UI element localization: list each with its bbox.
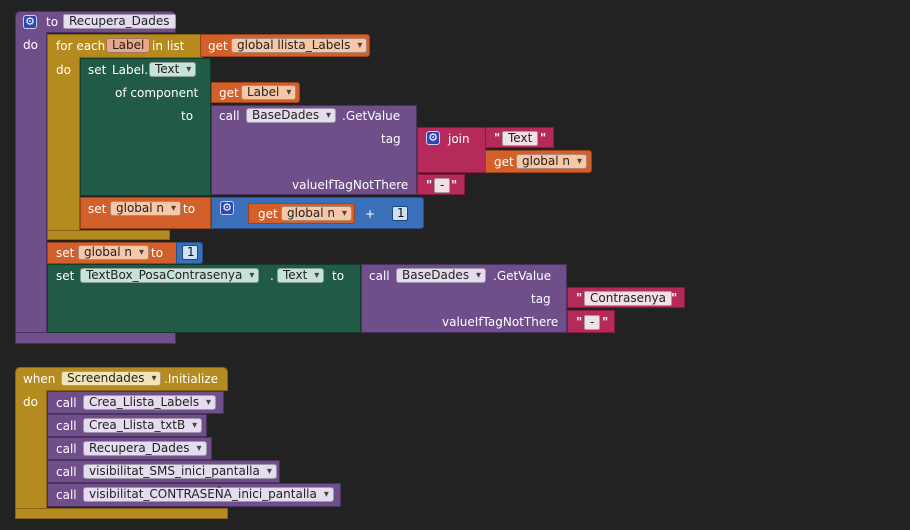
call-keyword: call [56,465,77,479]
recupera-dades-dropdown[interactable]: Recupera_Dades [83,441,207,456]
gear-icon[interactable]: ⚙ [23,15,37,29]
close-quote: " [540,131,547,145]
property-text-dropdown[interactable]: Text [277,268,325,283]
when-keyword: when [23,372,56,386]
foreach-keyword: for each [56,39,106,53]
basedades-component-dropdown[interactable]: BaseDades [396,268,487,283]
join-keyword: join [448,132,470,146]
close-quote: " [602,315,609,329]
dot-separator: . [270,269,274,283]
set-keyword: set [56,269,75,283]
set-keyword: set [88,202,107,216]
contrasenya-literal-field[interactable]: Contrasenya [584,291,673,306]
crea-llista-labels-dropdown[interactable]: Crea_Llista_Labels [83,395,217,410]
value-if-tag-not-there-keyword: valueIfTagNotThere [442,315,559,329]
dash-literal-field[interactable]: - [434,178,451,193]
dash-literal-field[interactable]: - [584,315,601,330]
of-component-keyword: of component [115,86,199,100]
foreach-body-spine [47,57,80,233]
gear-icon[interactable]: ⚙ [426,131,440,145]
initialize-event-label: .Initialize [164,372,219,386]
screendades-component-dropdown[interactable]: Screendades [61,371,162,386]
component-type-label: Label. [112,63,149,77]
call-keyword: call [56,488,77,502]
llista-labels-dropdown[interactable]: global llista_Labels [231,38,368,53]
plus-operator: + [365,207,376,221]
procedure-to-keyword: to [46,15,59,29]
label-var-dropdown[interactable]: Label [241,85,297,100]
global-n-dropdown[interactable]: global n [516,154,588,169]
reset-number-field[interactable]: 1 [182,245,198,260]
set-keyword: set [88,63,107,77]
property-text-dropdown[interactable]: Text [149,62,197,77]
call-keyword: call [369,269,390,283]
value-if-tag-not-there-keyword: valueIfTagNotThere [292,178,409,192]
global-n-dropdown[interactable]: global n [78,245,150,260]
foreach-bottom-bar [47,230,170,240]
set-label-text-block[interactable] [80,58,211,196]
to-keyword: to [151,246,164,260]
to-keyword: to [183,202,196,216]
global-n-dropdown[interactable]: global n [281,206,353,221]
get-keyword: get [219,86,239,100]
set-keyword: set [56,246,75,260]
foreach-do-keyword: do [56,63,71,77]
procedure-do-keyword: do [23,38,38,52]
visibilitat-sms-dropdown[interactable]: visibilitat_SMS_inici_pantalla [83,464,277,479]
event-do-keyword: do [23,395,38,409]
call-keyword: call [56,419,77,433]
basedades-component-dropdown[interactable]: BaseDades [246,108,337,123]
crea-llista-txtb-dropdown[interactable]: Crea_Llista_txtB [83,418,203,433]
get-keyword: get [208,39,228,53]
open-quote: " [494,131,501,145]
text-literal-field[interactable]: Text [502,131,539,146]
foreach-var-field[interactable]: Label [106,38,151,53]
get-keyword: get [258,207,278,221]
getvalue-method-label: .GetValue [342,109,401,123]
call-keyword: call [56,442,77,456]
open-quote: " [426,178,433,192]
tag-keyword: tag [531,292,551,306]
visibilitat-contrasena-dropdown[interactable]: visibilitat_CONTRASEÑA_inici_pantalla [83,487,334,502]
close-quote: " [451,178,458,192]
gear-icon[interactable]: ⚙ [220,201,234,215]
open-quote: " [576,315,583,329]
procedure-body-spine [15,32,47,334]
event-body-spine [15,390,47,510]
addend-number-field[interactable]: 1 [392,206,408,221]
global-n-dropdown[interactable]: global n [110,201,182,216]
getvalue-method-label: .GetValue [493,269,552,283]
call-keyword: call [219,109,240,123]
procedure-name-field[interactable]: Recupera_Dades [63,14,176,29]
tag-keyword: tag [381,132,401,146]
close-quote: " [671,291,678,305]
call-keyword: call [56,396,77,410]
to-keyword: to [181,109,194,123]
to-keyword: to [332,269,345,283]
textbox-component-dropdown[interactable]: TextBox_PosaContrasenya [80,268,260,283]
event-bottom-bar [15,508,228,519]
get-keyword: get [494,155,514,169]
open-quote: " [576,291,583,305]
foreach-inlist-keyword: in list [152,39,185,53]
procedure-bottom-bar [15,332,176,344]
